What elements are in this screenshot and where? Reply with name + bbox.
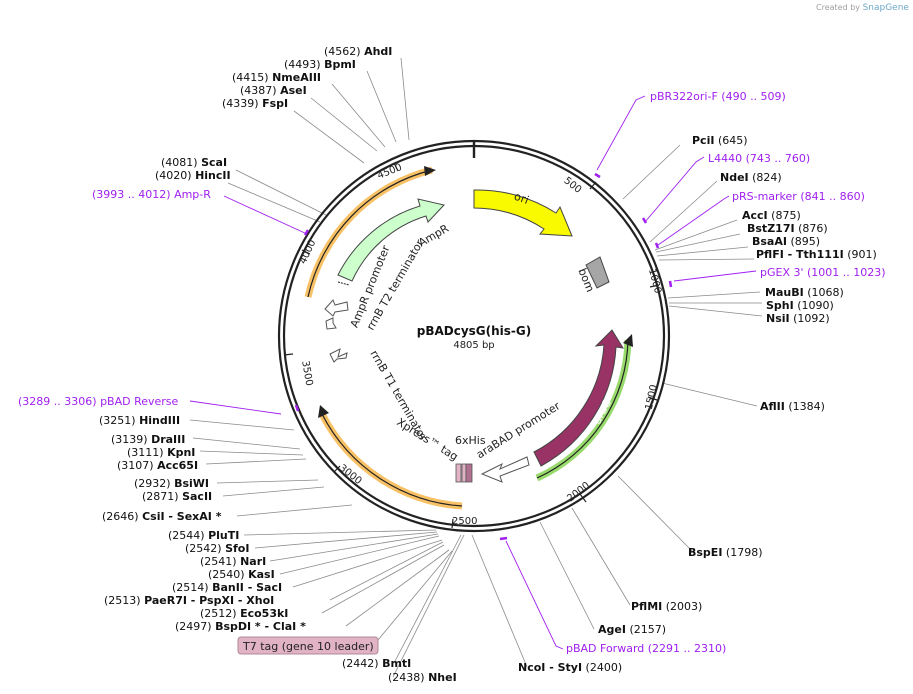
svg-text:(4493) BpmI: (4493) BpmI [284,58,356,71]
svg-text:(2541) NarI: (2541) NarI [200,555,266,568]
svg-text:AgeI (2157): AgeI (2157) [598,623,666,636]
t7-tag-box: T7 tag (gene 10 leader) [237,550,453,655]
svg-text:(4081) ScaI: (4081) ScaI [161,156,227,169]
svg-text:L4440 (743 .. 760): L4440 (743 .. 760) [708,152,810,165]
svg-text:(3139) DraIII: (3139) DraIII [111,433,185,446]
rrnb-t2-arrow [325,317,337,330]
svg-text:NsiI (1092): NsiI (1092) [766,312,830,325]
arac-feature[interactable] [533,329,624,467]
svg-text:(3251) HindIII: (3251) HindIII [99,414,180,427]
xpress-label: Xpress™ tag [394,416,460,464]
svg-text:(3107) Acc65I: (3107) Acc65I [117,459,198,472]
svg-text:(2438) NheI: (2438) NheI [388,671,457,684]
svg-text:pBAD Forward (2291 .. 2310): pBAD Forward (2291 .. 2310) [566,642,726,655]
snapgene-credit: Created by SnapGene [816,3,909,13]
arac-region-head [623,334,633,347]
tick-3500: 3500 [299,360,314,387]
tick-1500: 1500 [644,384,660,411]
rrnb-t1-arrow [329,348,348,363]
t7-tag-label: T7 tag (gene 10 leader) [242,640,374,653]
svg-text:NdeI (824): NdeI (824) [720,171,782,184]
svg-text:(2497) BspDI * - ClaI *: (2497) BspDI * - ClaI * [175,620,306,633]
svg-text:(4415) NmeAIII: (4415) NmeAIII [232,71,321,84]
svg-text:(3289 .. 3306) pBAD Reverse: (3289 .. 3306) pBAD Reverse [18,395,179,408]
svg-text:(2442) BmtI: (2442) BmtI [342,657,411,670]
svg-text:MauBI (1068): MauBI (1068) [765,286,844,299]
plasmid-size: 4805 bp [453,340,494,351]
svg-text:(2540) KasI: (2540) KasI [208,568,275,581]
svg-text:(2512) Eco53kI: (2512) Eco53kI [200,607,288,620]
tick-2500: 2500 [452,516,477,527]
svg-text:PciI (645): PciI (645) [692,134,748,147]
svg-text:pBR322ori-F (490 .. 509): pBR322ori-F (490 .. 509) [650,90,786,103]
svg-text:(2514) BanII - SacI: (2514) BanII - SacI [172,581,282,594]
tag-cluster [455,463,473,483]
ampr-promoter-arrow [324,299,349,317]
svg-text:(2932) BsiWI: (2932) BsiWI [134,477,209,490]
svg-text:BsaAI (895): BsaAI (895) [752,235,820,248]
credit-prefix: Created by [816,3,861,12]
leader-lines [189,57,763,678]
bom-feature[interactable] [585,256,610,289]
his-label: 6xHis [455,434,486,447]
enzyme-labels-right: PciI (645) NdeI (824) AccI (875) BstZ17I… [518,134,877,674]
plasmid-name: pBADcysG(his-G) [417,324,532,338]
svg-text:(4562) AhdI: (4562) AhdI [324,45,392,58]
svg-text:BspEI (1798): BspEI (1798) [688,546,763,559]
svg-text:(2871) SacII: (2871) SacII [142,490,212,503]
svg-text:AccI (875): AccI (875) [742,209,801,222]
scale-ticks [283,162,660,529]
svg-text:(2646) CsiI - SexAI *: (2646) CsiI - SexAI * [102,510,222,523]
ampr-region-core [307,169,433,298]
svg-text:(3111) KpnI: (3111) KpnI [127,446,195,459]
svg-text:SphI (1090): SphI (1090) [766,299,834,312]
cysg-region-head [318,405,329,418]
arabad-promoter-arrow[interactable] [480,456,530,483]
ampr-region-head [424,166,436,176]
ampr-boundary [337,281,350,286]
svg-text:NcoI - StyI (2400): NcoI - StyI (2400) [518,661,622,674]
svg-text:(2513) PaeR7I - PspXI - Xho: (2513) PaeR7I - PspXI - XhoI [104,594,274,607]
tick-4000: 4000 [298,238,319,266]
ori-label: ori [512,190,530,207]
credit-brand: SnapGene [862,3,909,13]
svg-text:pGEX 3' (1001 .. 1023): pGEX 3' (1001 .. 1023) [760,266,886,279]
enzyme-labels-left: (4562) AhdI (4493) BpmI (4415) NmeAIII (… [99,45,457,684]
svg-text:BstZ17I (876): BstZ17I (876) [747,222,828,235]
ampr-feature[interactable] [337,198,445,282]
primer-leader-lines [189,95,757,650]
ori-feature[interactable] [473,189,573,237]
svg-text:(2544) PluTI: (2544) PluTI [168,529,239,542]
primer-marks [294,172,673,541]
svg-text:(4020) HincII: (4020) HincII [155,169,231,182]
arac-region-core [536,339,629,479]
svg-text:(2542) SfoI: (2542) SfoI [185,542,249,555]
svg-text:(3993 .. 4012) Amp-R: (3993 .. 4012) Amp-R [92,188,211,201]
cysg-region-core [321,413,463,507]
svg-text:PflFI - Tth111I (901): PflFI - Tth111I (901) [756,248,877,261]
svg-text:AflII (1384): AflII (1384) [760,400,825,413]
svg-text:pRS-marker (841 .. 860): pRS-marker (841 .. 860) [732,190,865,203]
svg-text:(4387) AseI: (4387) AseI [240,84,307,97]
primer-labels: pBR322ori-F (490 .. 509) L4440 (743 .. 7… [18,90,886,655]
cysg-region-arc [318,412,463,510]
svg-text:PflMI (2003): PflMI (2003) [631,600,702,613]
svg-text:(4339) FspI: (4339) FspI [222,97,288,110]
tick-1000: 1000 [646,267,663,294]
